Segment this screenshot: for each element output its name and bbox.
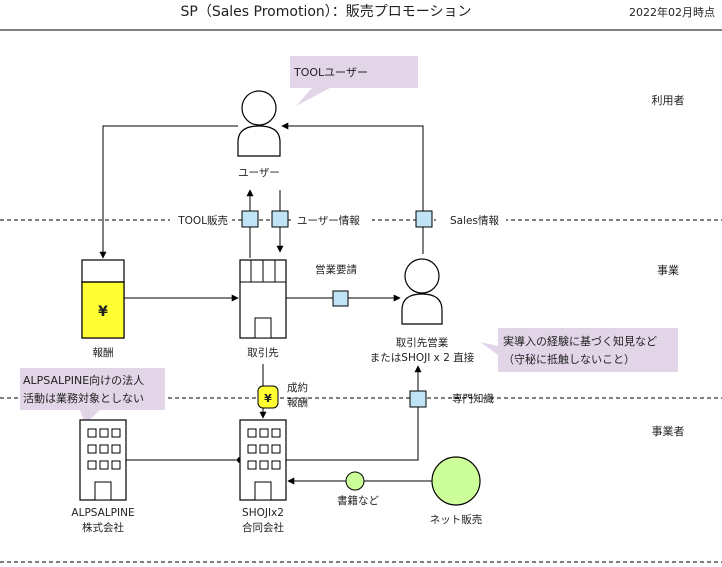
user-actor-icon[interactable]	[237, 90, 281, 157]
alpsalpine-building-icon[interactable]	[79, 419, 127, 501]
yen-badge	[257, 385, 279, 409]
callout-knowledge: 実導入の経験に基づく知見など （守秘に抵触しないこと）	[480, 328, 678, 372]
user-label: ユーザー	[238, 167, 280, 179]
edge-label-business-request: 営業要請	[315, 263, 357, 276]
yen-badge-icon: ¥	[264, 392, 272, 405]
client-label: 取引先	[247, 346, 279, 359]
message-books	[345, 471, 365, 491]
callout-alpsalpine-line2: 活動は業務対象としない	[23, 391, 144, 405]
edge-label-user-info: ユーザー情報	[297, 214, 360, 227]
lane-label-user: 利用者	[652, 94, 685, 107]
message-sales-info	[415, 210, 433, 228]
shoji-label-line2: 合同会社	[242, 521, 284, 534]
message-user-info	[271, 210, 289, 228]
callout-alpsalpine-line1: ALPSALPINE向けの法人	[23, 373, 144, 387]
edge-user-to-reward	[99, 125, 238, 259]
edge-expertise	[286, 365, 422, 461]
page-title: SP（Sales Promotion）：販売プロモーション	[181, 4, 472, 20]
lane-label-operator: 事業者	[652, 425, 685, 438]
shoji-label-line1: SHOJIx2	[242, 507, 284, 519]
callout-tool-user-text: TOOLユーザー	[293, 66, 368, 79]
client-sales-actor-icon[interactable]	[401, 258, 443, 325]
callout-alpsalpine: ALPSALPINE向けの法人 活動は業務対象としない	[20, 368, 165, 424]
date-label: 2022年02月時点	[629, 5, 715, 19]
edge-label-tool-sales: TOOL販売	[177, 214, 228, 227]
client-building-icon[interactable]	[239, 259, 287, 339]
edge-label-books: 書籍など	[337, 494, 379, 507]
edge-label-sales-info: Sales情報	[450, 214, 499, 227]
callout-knowledge-line2: （守秘に抵触しないこと）	[503, 352, 635, 366]
edge-label-contract-line2: 報酬	[287, 397, 308, 409]
reward-yen-icon: ¥	[98, 304, 108, 320]
callout-tool-user: TOOLユーザー	[290, 56, 418, 106]
callout-bubble	[20, 368, 165, 424]
message-tool-sales	[241, 210, 259, 228]
callout-bubble	[480, 328, 678, 372]
message-expertise	[409, 390, 427, 408]
shoji-building-icon[interactable]	[239, 419, 287, 501]
edge-sales-info-to-user	[281, 122, 424, 254]
net-sales-label: ネット販売	[430, 513, 483, 526]
reward-node[interactable]: ¥	[81, 259, 125, 339]
client-sales-label-line2: またはSHOJI x 2 直接	[370, 351, 475, 364]
edge-label-contract-line1: 成約	[287, 381, 308, 394]
alpsalpine-label-line1: ALPSALPINE	[71, 507, 134, 519]
reward-label: 報酬	[93, 347, 114, 359]
lane-label-business: 事業	[657, 264, 679, 277]
client-sales-label-line1: 取引先営業	[396, 336, 449, 349]
net-sales-node[interactable]	[431, 456, 481, 506]
edge-label-expertise: 専門知識	[452, 392, 494, 405]
alpsalpine-label-line2: 株式会社	[82, 521, 124, 534]
callout-knowledge-line1: 実導入の経験に基づく知見など	[503, 334, 657, 348]
callout-bubble	[290, 56, 418, 106]
message-business-request	[332, 290, 349, 307]
